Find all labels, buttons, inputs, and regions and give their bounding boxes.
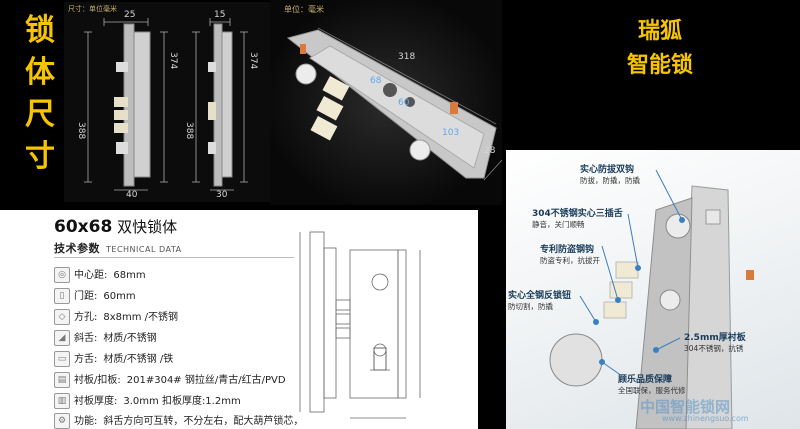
spec-value: 3.0mm 扣板厚度:1.2mm <box>123 396 241 407</box>
feature-desc: 全国联保，服务代修 <box>618 386 686 395</box>
watermark-text: 中国智能锁网 <box>640 398 731 416</box>
spec-value: 斜舌方向可互转，不分左右，配大葫芦锁芯， <box>103 416 304 427</box>
lock-size-title: 锁 体 尺 寸 <box>10 10 70 178</box>
brand-name: 瑞狐 智能锁 <box>590 14 730 82</box>
dim-faceplate: 28 <box>484 146 496 156</box>
spec-row-icon: ▥ <box>54 393 70 409</box>
feature-quality: 顾乐品质保障 全国联保，服务代修 <box>618 372 686 396</box>
spec-row-icon: ▤ <box>54 372 70 388</box>
lock-feature-photo: 实心防拔双钩 防拔，防撬，防撬 304不锈钢实心三插舌 静音，关门顺畅 专利防盗… <box>506 150 800 429</box>
title-char: 体 <box>25 55 55 90</box>
feature-desc: 304不锈钢，抗锈 <box>684 344 744 353</box>
dim-plate: 103 <box>442 128 460 138</box>
lock-dimension-drawing: 尺寸：单位毫米 <box>64 2 276 202</box>
spec-row: ◢ 斜舌: 材质/不锈钢 <box>54 329 314 346</box>
feature-double-hook: 实心防拔双钩 防拔，防撬，防撬 <box>580 162 640 186</box>
spec-value: 材质/不锈钢 /铁 <box>103 354 174 365</box>
spec-key: 方舌: <box>74 354 98 365</box>
title-char: 锁 <box>25 13 55 48</box>
lock-body-illustration <box>286 27 502 181</box>
feature-title: 304不锈钢实心三插舌 <box>532 209 623 219</box>
feature-desc: 防拔，防撬，防撬 <box>580 176 640 185</box>
spec-title: 60x68 双快锁体 <box>54 216 177 237</box>
feature-desc: 静音，关门顺畅 <box>532 220 585 229</box>
spec-key: 斜舌: <box>74 333 98 344</box>
spec-row: ◇ 方孔: 8x8mm /不锈钢 <box>54 308 314 325</box>
spec-value: 201#304# 钢拉丝/青古/红古/PVD <box>126 375 286 386</box>
spec-subtitle: 技术参数 TECHNICAL DATA <box>54 240 182 256</box>
lock-feature-illustration <box>549 169 754 429</box>
feature-desc: 防切割，防撬 <box>508 302 553 311</box>
dim-height-left: 374 <box>168 52 178 70</box>
dim-width-right: 15 <box>214 10 226 20</box>
spec-row-icon: ◎ <box>54 267 70 283</box>
feature-title: 实心防拔双钩 <box>580 165 635 175</box>
title-char: 寸 <box>25 139 55 174</box>
spec-row: ⚙ 功能: 斜舌方向可互转，不分左右，配大葫芦锁芯， <box>54 412 314 429</box>
lock-body-photo: 单位：毫米 318 68 60 103 28 <box>270 0 502 205</box>
title-char: 尺 <box>25 97 55 132</box>
dim-total-left: 388 <box>76 122 86 140</box>
lock-schematic-drawing <box>299 231 421 419</box>
spec-subtitle-cn: 技术参数 <box>54 242 100 255</box>
spec-key: 功能: <box>74 416 98 427</box>
feature-lock-knob: 实心全钢反锁钮 防切割，防撬 <box>508 288 571 312</box>
spec-title-name: 双快锁体 <box>117 218 178 236</box>
feature-title: 2.5mm厚衬板 <box>684 333 746 343</box>
spec-value: 68mm <box>113 270 146 281</box>
spec-row-icon: ▭ <box>54 351 70 367</box>
spec-key: 衬板/扣板: <box>74 375 121 386</box>
spec-value: 60mm <box>103 291 136 302</box>
feature-triple-bolt: 304不锈钢实心三插舌 静音，关门顺畅 <box>532 206 623 230</box>
spec-row-icon: ⚙ <box>54 413 70 429</box>
spec-subtitle-en: TECHNICAL DATA <box>106 245 182 254</box>
spec-divider <box>54 257 294 258</box>
brand-line-1: 瑞狐 <box>637 18 682 44</box>
spec-row: ◎ 中心距: 68mm <box>54 266 314 283</box>
spec-row: ▭ 方舌: 材质/不锈钢 /铁 <box>54 350 314 367</box>
photo-unit-label: 单位：毫米 <box>284 5 324 14</box>
dim-total-right: 388 <box>184 122 194 140</box>
spec-key: 门距: <box>74 291 98 302</box>
feature-steel-hook: 专利防盗钢钩 防盗专利，抗拔开 <box>540 242 600 266</box>
spec-key: 方孔: <box>74 312 98 323</box>
spec-row-icon: ◢ <box>54 330 70 346</box>
watermark-url: www.zhinengsuo.com <box>662 414 749 423</box>
spec-row: ▤ 衬板/扣板: 201#304# 钢拉丝/青古/红古/PVD <box>54 371 314 388</box>
spec-row: ▥ 衬板厚度: 3.0mm 扣板厚度:1.2mm <box>54 392 314 409</box>
feature-title: 专利防盗钢钩 <box>540 245 595 255</box>
spec-key: 中心距: <box>74 270 108 281</box>
dim-height-right: 374 <box>248 52 258 70</box>
dim-backset: 60 <box>398 98 410 108</box>
feature-title: 顾乐品质保障 <box>618 375 673 385</box>
spec-value: 材质/不锈钢 <box>103 333 157 344</box>
dim-bottom-right: 30 <box>216 190 228 200</box>
dim-center-distance: 68 <box>370 76 382 86</box>
spec-title-model: 60x68 <box>54 217 113 237</box>
feature-desc: 防盗专利，抗拔开 <box>540 256 600 265</box>
dim-bottom-left: 40 <box>126 190 138 200</box>
feature-backplate: 2.5mm厚衬板 304不锈钢，抗锈 <box>684 330 746 354</box>
drawing-unit-label: 尺寸：单位毫米 <box>68 5 117 13</box>
spec-row: ▯ 门距: 60mm <box>54 287 314 304</box>
dim-width-left: 25 <box>124 10 136 20</box>
brand-line-2: 智能锁 <box>626 52 693 78</box>
spec-row-icon: ◇ <box>54 309 70 325</box>
spec-key: 衬板厚度: <box>74 396 118 407</box>
feature-title: 实心全钢反锁钮 <box>508 291 572 301</box>
spec-row-icon: ▯ <box>54 288 70 304</box>
lock-outline-drawing <box>84 18 248 191</box>
dim-length: 318 <box>398 52 416 62</box>
spec-value: 8x8mm /不锈钢 <box>103 312 179 323</box>
